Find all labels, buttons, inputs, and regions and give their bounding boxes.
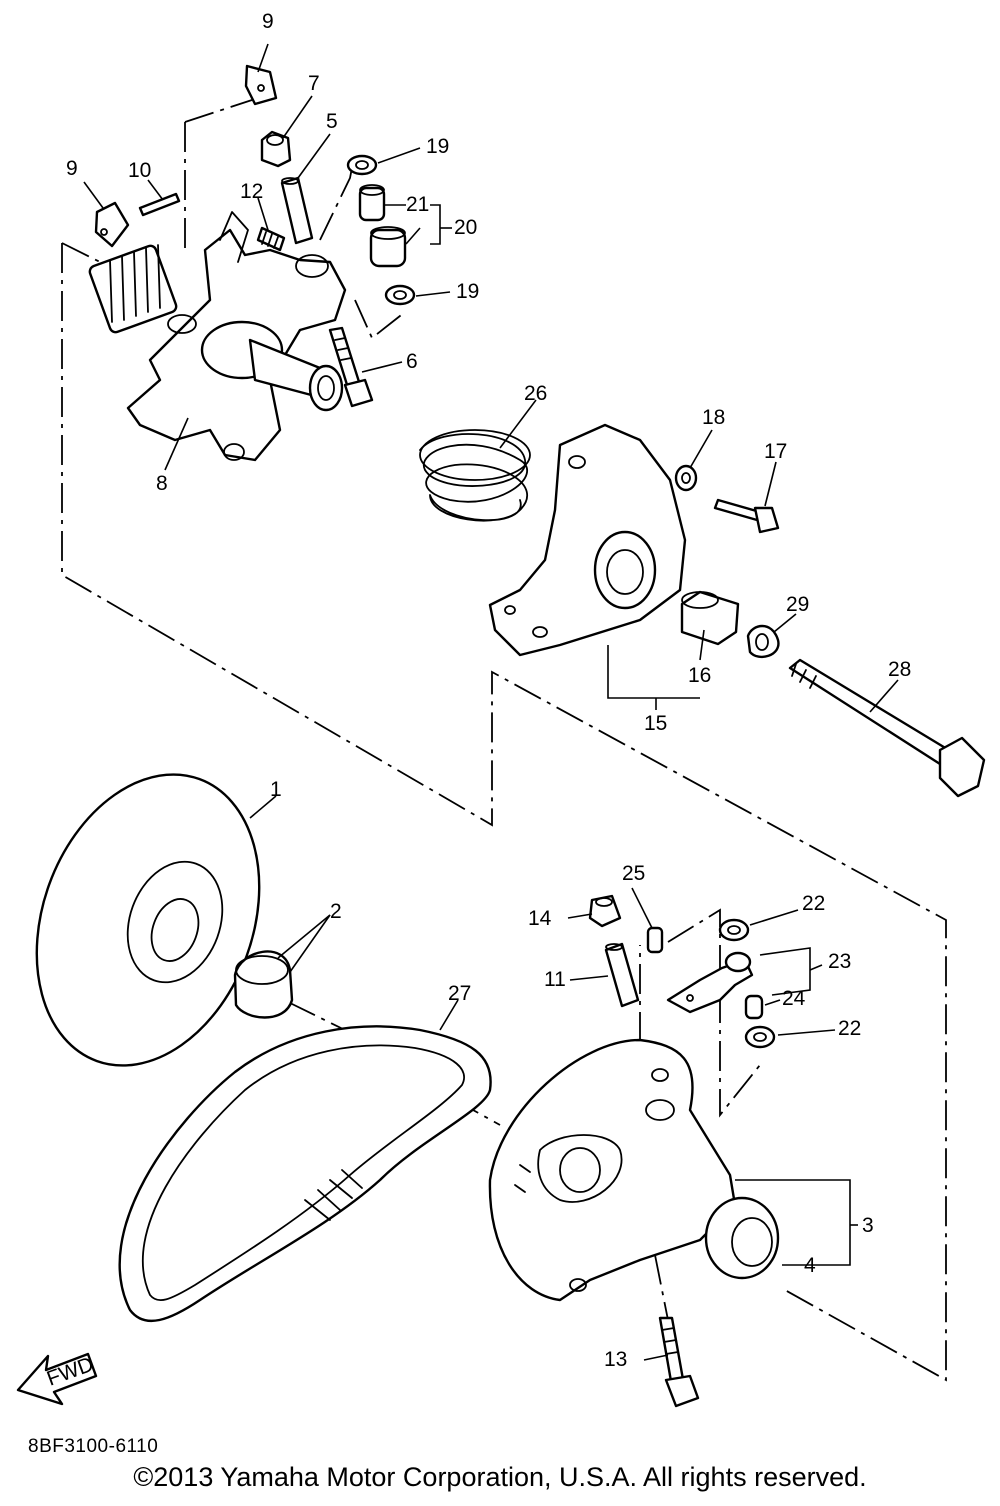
part-13-bolt bbox=[658, 1316, 700, 1408]
label-15: 15 bbox=[644, 712, 667, 735]
part-8-fixed-sheave-spider bbox=[88, 211, 347, 462]
leader-lines bbox=[83, 43, 899, 1361]
label-10: 10 bbox=[128, 159, 151, 182]
part-7-nut bbox=[260, 130, 292, 168]
label-21: 21 bbox=[406, 193, 429, 216]
part-21-collar bbox=[358, 184, 386, 222]
part-18-washer bbox=[674, 464, 698, 492]
label-20: 20 bbox=[454, 216, 477, 239]
part-3-sheave-housing bbox=[488, 1038, 737, 1302]
part-9-weight-a bbox=[244, 64, 278, 106]
copyright-notice: ©2013 Yamaha Motor Corporation, U.S.A. A… bbox=[133, 1462, 867, 1492]
part-4-collar bbox=[704, 1196, 780, 1280]
part-15-movable-sheave bbox=[488, 423, 687, 657]
label-5: 5 bbox=[326, 110, 338, 133]
part-22-washer-b bbox=[744, 1025, 776, 1049]
label-22-top: 22 bbox=[802, 892, 825, 915]
label-4: 4 bbox=[804, 1254, 816, 1277]
label-28: 28 bbox=[888, 658, 911, 681]
label-26: 26 bbox=[524, 382, 547, 405]
part-28-bolt bbox=[788, 658, 986, 798]
part-5-pin bbox=[280, 176, 314, 245]
fwd-direction-arrow: FWD bbox=[16, 1353, 98, 1406]
label-2: 2 bbox=[330, 900, 342, 923]
part-6-bolt bbox=[328, 326, 374, 408]
part-19-washer-a bbox=[346, 154, 378, 176]
label-8: 8 bbox=[156, 472, 168, 495]
label-13: 13 bbox=[604, 1348, 627, 1371]
label-24: 24 bbox=[782, 987, 806, 1010]
part-17-bolt bbox=[713, 498, 780, 534]
label-1: 1 bbox=[270, 778, 282, 801]
label-23: 23 bbox=[828, 950, 851, 973]
label-9-left: 9 bbox=[66, 157, 78, 180]
part-22-washer-a bbox=[718, 918, 750, 942]
part-number-labels: 9 7 5 19 21 20 19 6 9 10 12 8 26 18 17 2… bbox=[66, 10, 911, 1371]
label-6: 6 bbox=[406, 350, 418, 373]
part-20-roller bbox=[369, 226, 407, 268]
label-3: 3 bbox=[862, 1214, 874, 1237]
part-1-sheave-disk bbox=[35, 773, 261, 1067]
label-11: 11 bbox=[544, 968, 566, 991]
part-2-collar bbox=[233, 950, 294, 1019]
part-10-pin bbox=[138, 192, 181, 217]
part-27-v-belt bbox=[118, 1025, 492, 1323]
part-19-washer-b bbox=[384, 284, 416, 306]
label-9-top: 9 bbox=[262, 10, 274, 33]
label-16: 16 bbox=[688, 664, 711, 687]
part-25-pin bbox=[646, 926, 664, 954]
part-24-pin bbox=[744, 994, 764, 1020]
label-12: 12 bbox=[240, 180, 263, 203]
label-14: 14 bbox=[528, 907, 552, 930]
label-17: 17 bbox=[764, 440, 787, 463]
label-27: 27 bbox=[448, 982, 471, 1005]
label-29: 29 bbox=[786, 593, 809, 616]
part-12-bolt bbox=[256, 226, 286, 252]
label-22-bottom: 22 bbox=[838, 1017, 861, 1040]
part-29-spacer bbox=[746, 624, 780, 659]
part-23-arm bbox=[666, 951, 754, 1014]
label-19-bottom: 19 bbox=[456, 280, 479, 303]
label-19-top: 19 bbox=[426, 135, 449, 158]
diagram-code: 8BF3100-6110 bbox=[28, 1436, 159, 1457]
label-7: 7 bbox=[308, 72, 320, 95]
part-11-shaft bbox=[604, 942, 640, 1008]
part-26-spring bbox=[419, 429, 531, 522]
label-25: 25 bbox=[622, 862, 645, 885]
label-18: 18 bbox=[702, 406, 725, 429]
part-16-bushing bbox=[680, 590, 740, 646]
part-14-nut bbox=[588, 894, 622, 928]
part-9-weight-b bbox=[94, 201, 130, 248]
